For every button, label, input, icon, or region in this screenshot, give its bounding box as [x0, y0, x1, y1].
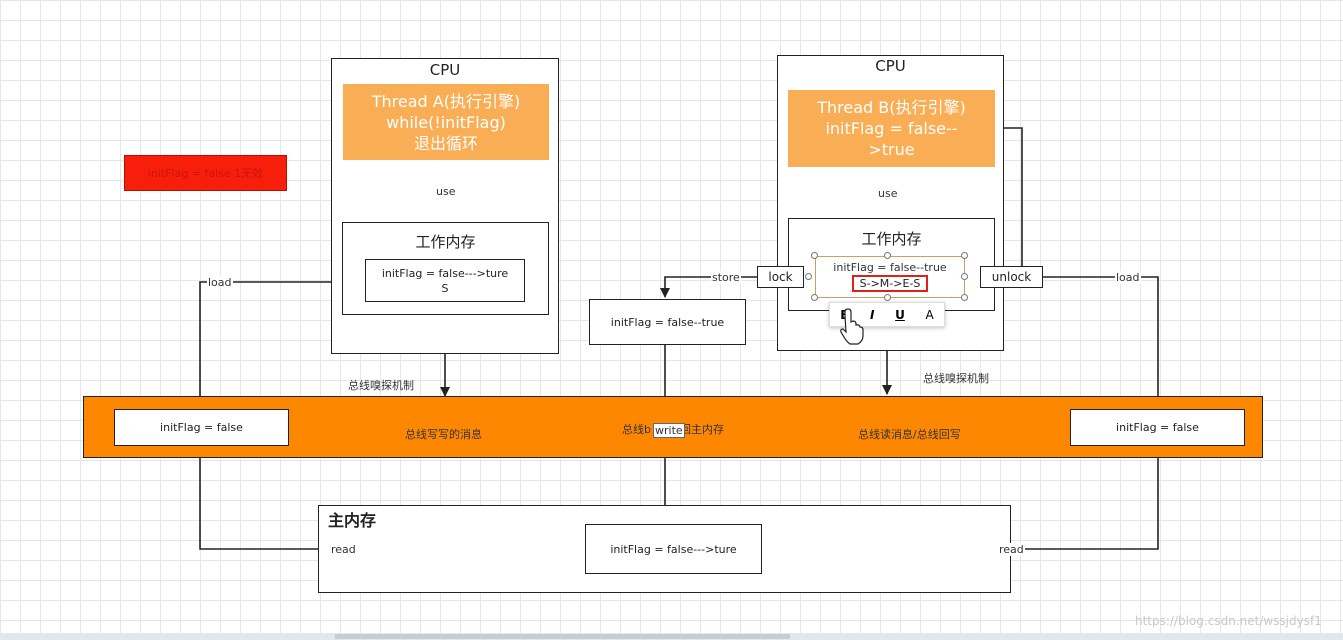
mesi-state: S->M->E-S: [851, 274, 929, 292]
watermark: https://blog.csdn.net/wssjdysf1: [1135, 614, 1322, 628]
underline-button[interactable]: U: [895, 307, 905, 322]
main-memory-value[interactable]: initFlag = false--->ture: [585, 524, 762, 574]
thread-b-line-3: >true: [868, 140, 915, 159]
resize-handle-bl[interactable]: [811, 294, 818, 301]
work-memory-a-title: 工作内存: [415, 232, 476, 251]
text-format-toolbar: B I U A: [829, 302, 945, 327]
thread-b-line-1: Thread B(执行引擎): [817, 98, 966, 117]
work-memory-b-title: 工作内存: [861, 229, 922, 248]
edge-load-right: [1043, 276, 1159, 409]
write-label: write: [653, 423, 685, 438]
sniff-left-label: 总线嗅探机制: [348, 379, 414, 392]
thread-a: Thread A(执行引擎) while(!initFlag) 退出循环: [343, 84, 549, 160]
load-right-label: load: [1115, 271, 1141, 284]
resize-handle-tm[interactable]: [884, 252, 891, 259]
italic-button[interactable]: I: [870, 307, 875, 322]
thread-a-line-3: 退出循环: [413, 133, 478, 153]
thread-a-line-1: Thread A(执行引擎): [371, 91, 521, 111]
var-a[interactable]: initFlag = false--->ture S: [365, 259, 525, 302]
resize-handle-tr[interactable]: [961, 252, 968, 259]
bus-right-value[interactable]: initFlag = false: [1070, 409, 1245, 446]
sniff-right-label: 总线嗅探机制: [923, 372, 989, 385]
bus-left-value[interactable]: initFlag = false: [114, 409, 289, 446]
resize-handle-mr[interactable]: [961, 273, 968, 280]
var-b-value: initFlag = false--true: [833, 260, 947, 274]
thread-b: Thread B(执行引擎) initFlag = false-- >true: [788, 90, 995, 167]
resize-handle-tl[interactable]: [811, 252, 818, 259]
var-b[interactable]: initFlag = false--true S->M->E-S: [815, 256, 965, 298]
read-right-label: read: [998, 543, 1025, 556]
bold-button[interactable]: B: [840, 307, 850, 322]
bus-write-msg: 总线写写的消息: [405, 428, 482, 441]
bus-read-msg: 总线读消息/总线回写: [858, 428, 961, 441]
var-a-state: S: [441, 281, 449, 295]
read-left-label: read: [330, 543, 357, 556]
resize-handle-ml[interactable]: [805, 273, 812, 280]
cpu-b-title: CPU: [875, 57, 906, 75]
var-a-value: initFlag = false--->ture: [381, 266, 509, 280]
store-label: store: [711, 271, 741, 284]
invalid-note: initFlag = false 1无效: [124, 155, 287, 191]
unlock-box[interactable]: unlock: [980, 266, 1043, 288]
resize-handle-bm[interactable]: [884, 294, 891, 301]
load-left-label: load: [207, 276, 233, 289]
scroll-thumb[interactable]: [335, 634, 790, 639]
use-a-label: use: [435, 185, 457, 198]
edge-load-left: [199, 277, 366, 409]
bus-center-text-b: 回主内存: [680, 423, 724, 436]
thread-b-line-2: initFlag = false--: [825, 119, 958, 138]
font-color-button[interactable]: A: [925, 307, 934, 322]
lock-box[interactable]: lock: [757, 266, 804, 288]
cpu-a-title: CPU: [429, 61, 461, 79]
use-b-label: use: [877, 187, 899, 200]
bus-center-text-a: 总线b: [622, 423, 651, 436]
main-memory-title: 主内存: [328, 511, 377, 530]
store-box[interactable]: initFlag = false--true: [589, 299, 746, 345]
invalid-note-text: initFlag = false 1无效: [147, 167, 264, 180]
thread-a-line-2: while(!initFlag): [386, 112, 506, 132]
resize-handle-br[interactable]: [961, 294, 968, 301]
